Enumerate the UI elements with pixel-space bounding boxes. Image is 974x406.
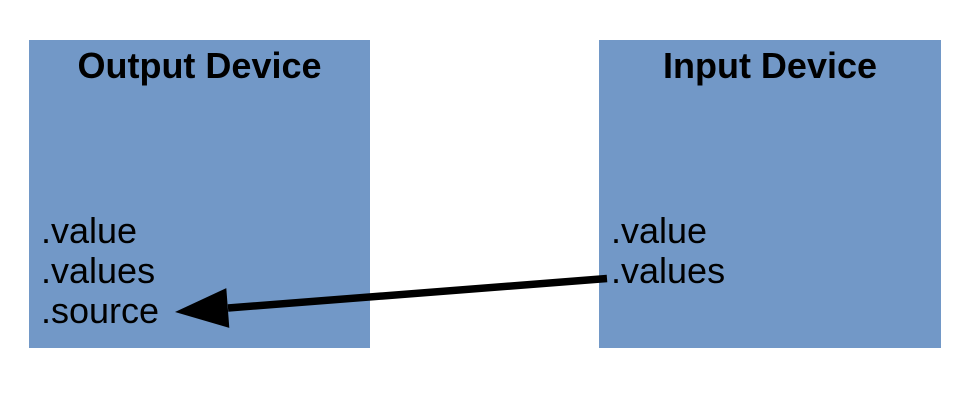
output-device-box: Output Device .value .values .source [29,40,370,348]
input-property-value: .value [611,210,708,251]
output-device-title: Output Device [77,45,322,86]
input-property-values: .values [611,250,726,291]
input-device-box: Input Device .value .values [599,40,941,348]
input-device-title: Input Device [662,45,878,86]
input-device-properties: .value .values [611,211,725,291]
output-property-value: .value [41,210,138,251]
output-property-source: .source [41,290,160,331]
output-device-properties: .value .values .source [41,211,159,331]
output-property-values: .values [41,250,156,291]
